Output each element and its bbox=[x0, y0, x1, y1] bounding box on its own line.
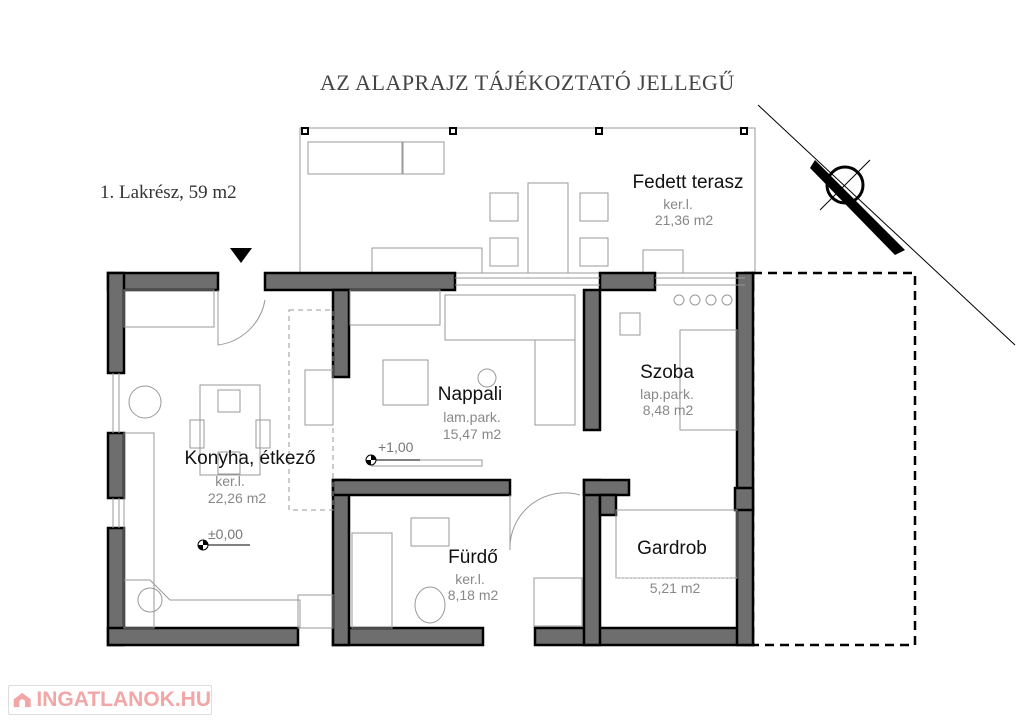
bath-area: 8,18 m2 bbox=[447, 587, 499, 603]
living-name: Nappali bbox=[437, 384, 503, 405]
bath-name: Fürdő bbox=[448, 547, 498, 568]
unit-label: 1. Lakrész, 59 m2 bbox=[100, 182, 237, 203]
terrace-name: Fedett terasz bbox=[632, 172, 744, 193]
room-floor: lap.park. bbox=[640, 386, 694, 402]
living-area: 15,47 m2 bbox=[442, 426, 502, 442]
watermark: INGATLANOK.HU bbox=[8, 685, 212, 715]
terrace-area: 21,36 m2 bbox=[654, 212, 714, 228]
wardrobe-name: Gardrob bbox=[637, 538, 707, 559]
room-name: Szoba bbox=[640, 362, 694, 383]
kitchen-floor: ker.l. bbox=[215, 473, 245, 489]
level-markers bbox=[197, 454, 420, 551]
kitchen-name: Konyha, étkező bbox=[184, 448, 316, 469]
level-kitchen: ±0,00 bbox=[208, 526, 243, 542]
openings bbox=[112, 277, 745, 551]
level-living: +1,00 bbox=[378, 439, 414, 455]
living-floor: lam.park. bbox=[443, 409, 501, 425]
house-icon bbox=[13, 692, 31, 708]
terrace-floor: ker.l. bbox=[663, 196, 693, 212]
furniture bbox=[123, 289, 738, 629]
walls bbox=[106, 271, 755, 647]
watermark-text: INGATLANOK.HU bbox=[36, 688, 211, 711]
entrance-marker-icon bbox=[230, 248, 252, 263]
terrace-furniture bbox=[307, 141, 684, 274]
room-area: 8,48 m2 bbox=[642, 402, 694, 418]
north-arrow-icon bbox=[757, 104, 1016, 346]
wardrobe-area: 5,21 m2 bbox=[649, 580, 701, 596]
kitchen-area: 22,26 m2 bbox=[207, 490, 267, 506]
extension-outline bbox=[751, 271, 917, 647]
page-title: AZ ALAPRAJZ TÁJÉKOZTATÓ JELLEGŰ bbox=[320, 70, 735, 95]
terrace-posts bbox=[301, 127, 748, 135]
bath-floor: ker.l. bbox=[455, 571, 485, 587]
